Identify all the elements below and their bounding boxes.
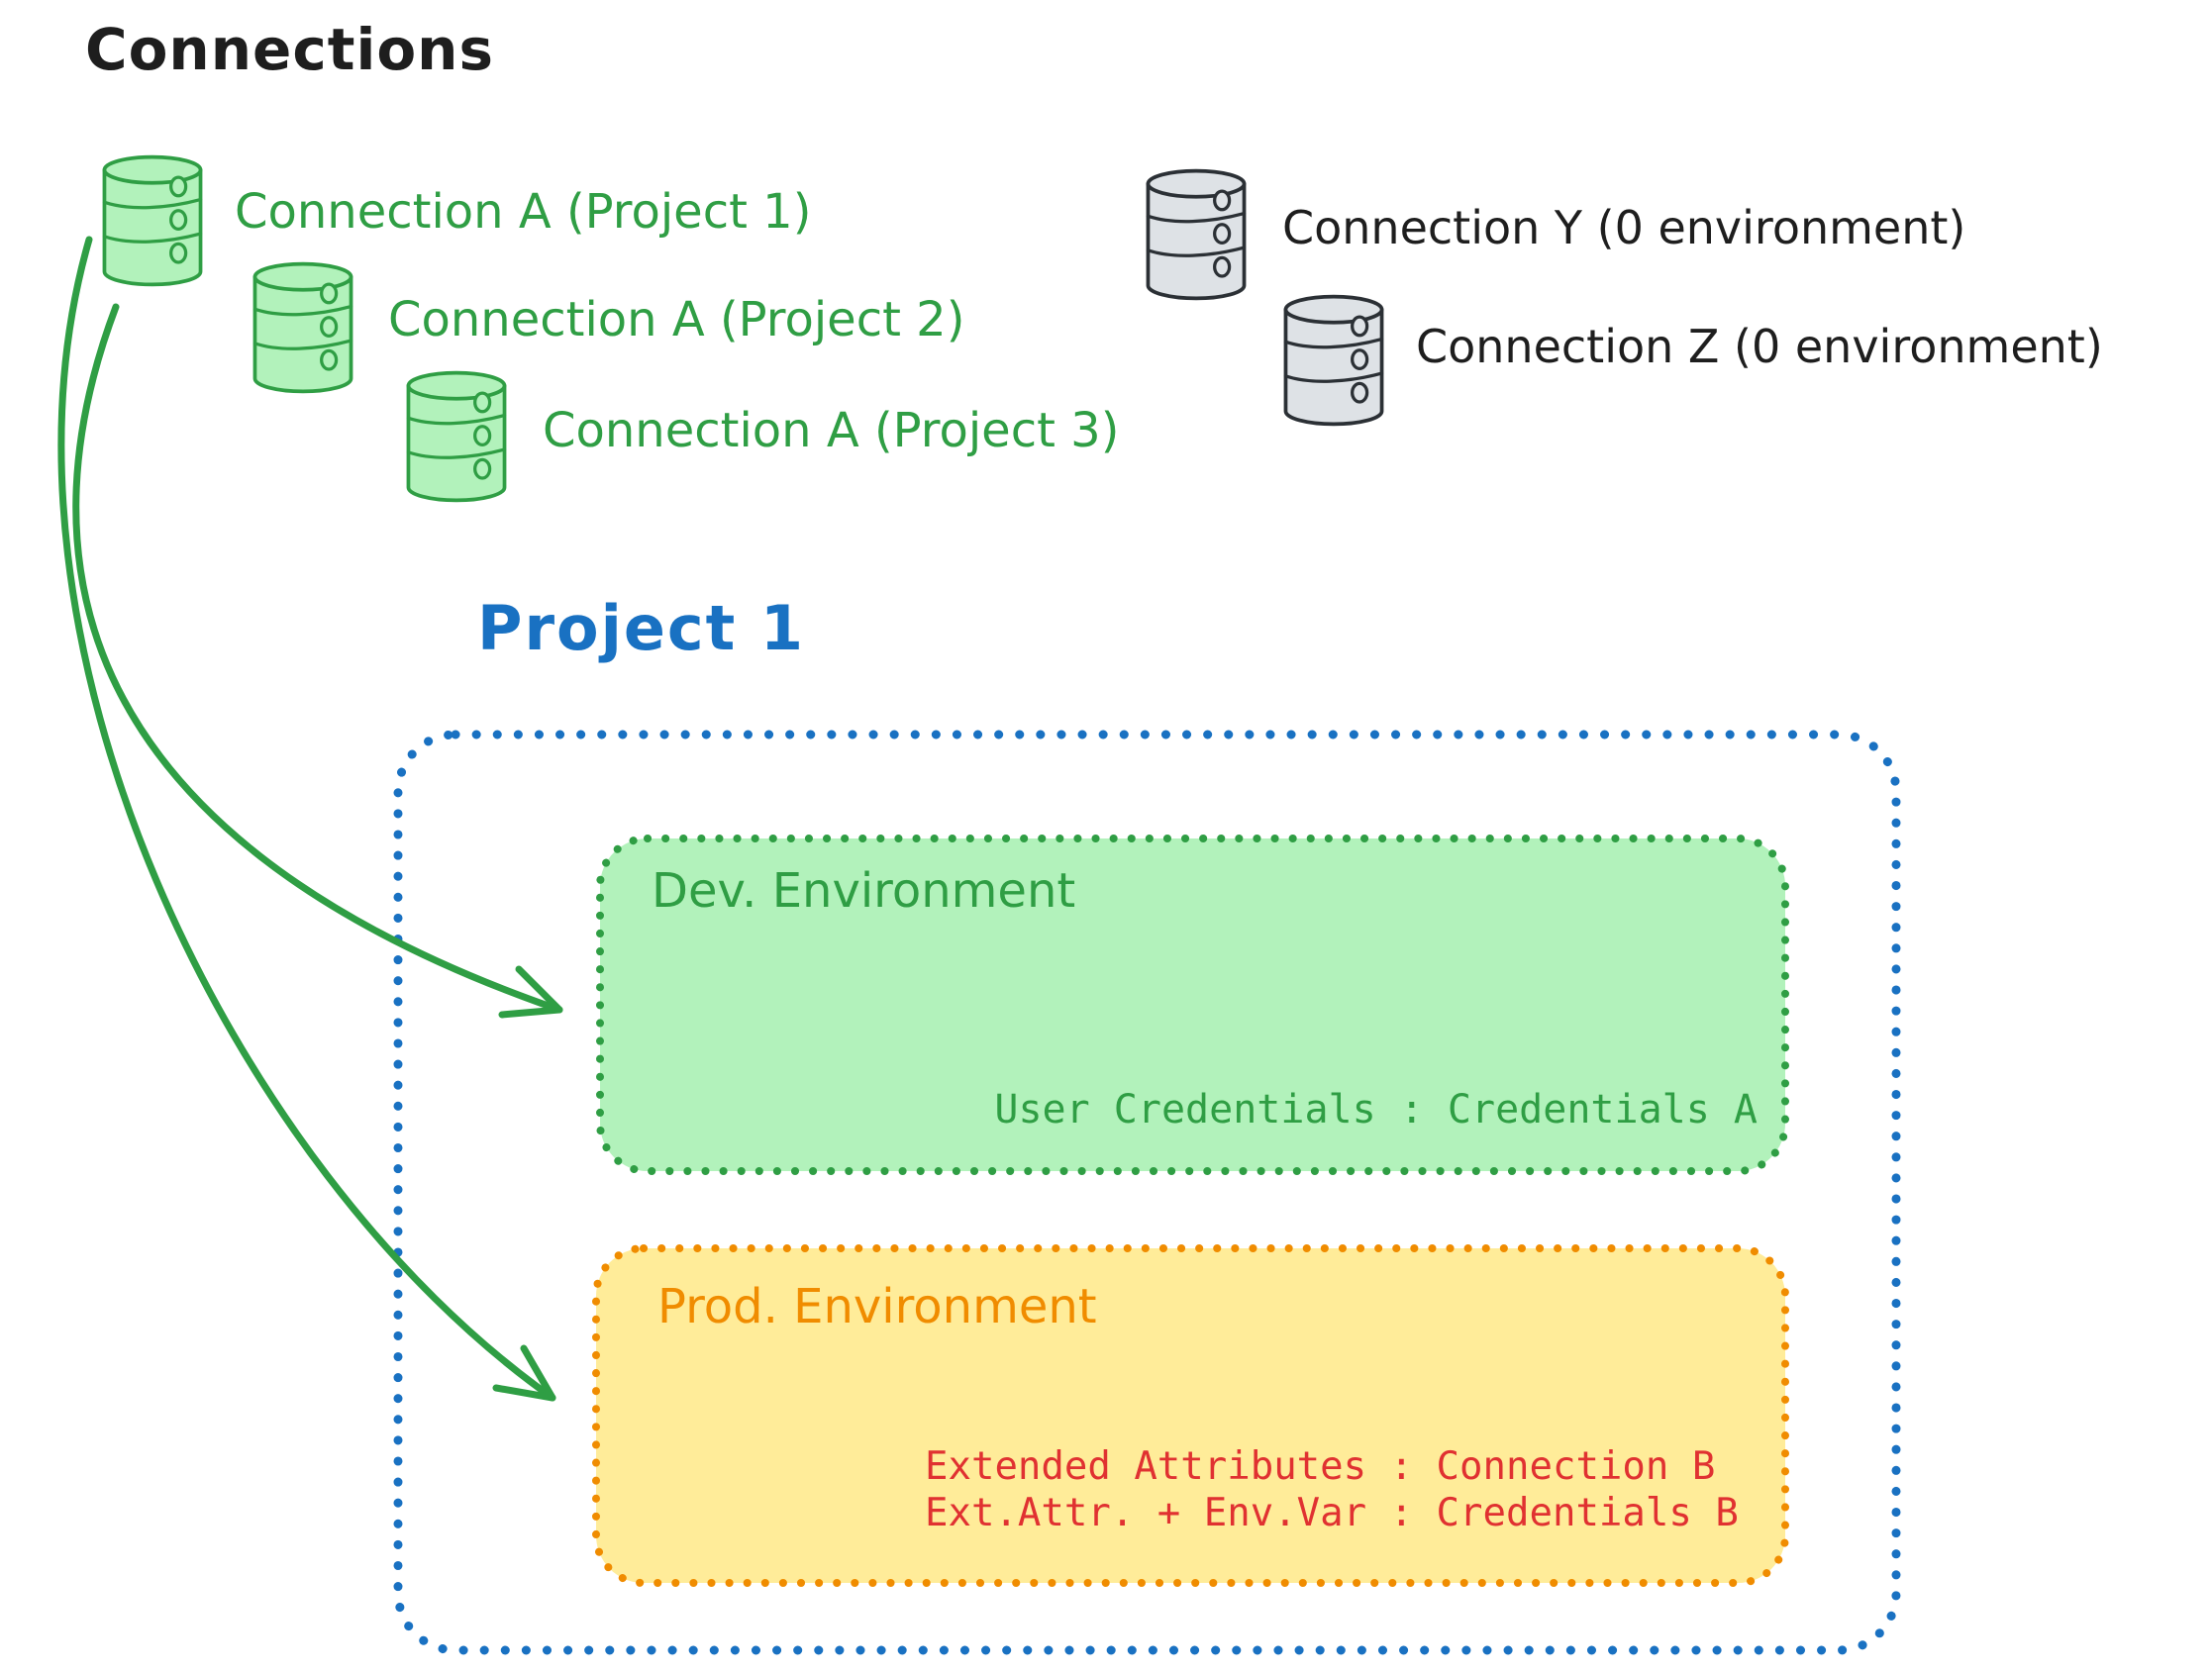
connection-a-project-2-label: Connection A (Project 2) — [388, 292, 965, 347]
database-icon — [401, 366, 512, 507]
database-icon — [1141, 164, 1252, 305]
database-icon — [1278, 290, 1389, 431]
arrow-connection-a-to-dev — [72, 303, 563, 1019]
project-1-box — [393, 730, 1901, 1655]
database-icon — [97, 150, 208, 291]
connection-a-project-3-label: Connection A (Project 3) — [543, 403, 1120, 458]
connection-a-project-1-label: Connection A (Project 1) — [235, 184, 812, 240]
database-icon — [248, 257, 358, 398]
prod-credentials-mappings: Extended Attributes : Connection B Ext.A… — [925, 1443, 1739, 1536]
dev-environment-box — [596, 835, 1789, 1175]
prod-mapping-line-2: Ext.Attr. + Env.Var : Credentials B — [925, 1491, 1739, 1535]
arrow-connection-a-to-prod — [57, 236, 556, 1402]
page-title: Connections — [85, 16, 494, 83]
connection-y-label: Connection Y (0 environment) — [1282, 201, 1966, 254]
connection-z-label: Connection Z (0 environment) — [1416, 320, 2103, 373]
dev-credentials-mapping: User Credentials : Credentials A — [994, 1087, 1758, 1132]
prod-mapping-line-1: Extended Attributes : Connection B — [925, 1444, 1716, 1489]
prod-environment-box — [592, 1244, 1789, 1587]
project-title: Project 1 — [477, 592, 806, 664]
prod-environment-title: Prod. Environment — [657, 1279, 1097, 1334]
dev-environment-title: Dev. Environment — [652, 863, 1076, 919]
